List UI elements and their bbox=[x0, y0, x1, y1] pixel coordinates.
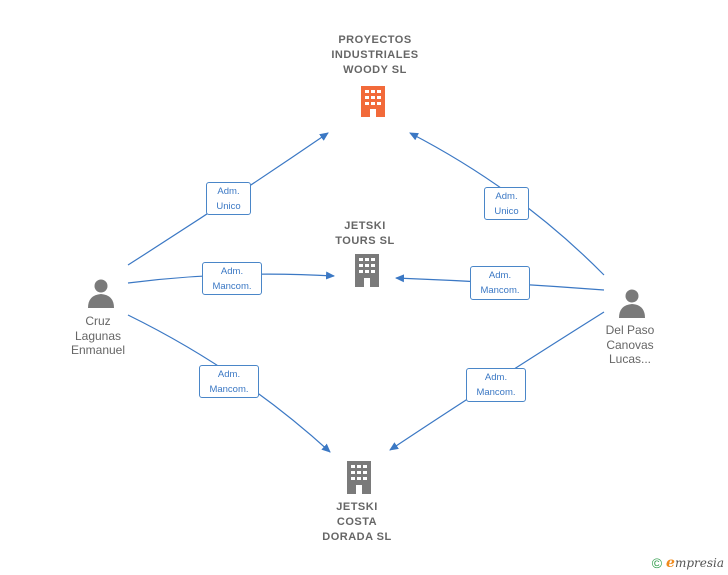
brand-logo[interactable]: empresia bbox=[666, 555, 724, 571]
person-name-delpaso[interactable]: Del Paso Canovas Lucas... bbox=[605, 323, 655, 366]
person-icon[interactable] bbox=[617, 288, 647, 318]
company-name-jetski-tours[interactable]: JETSKI TOURS SL bbox=[335, 220, 395, 247]
edge-label-adm-mancom: Adm. Mancom. bbox=[199, 365, 259, 398]
company-name-proyectos[interactable]: PROYECTOS INDUSTRIALES WOODY SL bbox=[331, 34, 419, 76]
building-icon[interactable] bbox=[344, 460, 374, 494]
edge-label-adm-unico: Adm. Unico bbox=[484, 187, 529, 220]
building-icon[interactable] bbox=[358, 85, 388, 119]
edge-label-adm-unico: Adm. Unico bbox=[206, 182, 251, 215]
copyright-icon: © bbox=[651, 555, 663, 571]
edge-label-adm-mancom: Adm. Mancom. bbox=[470, 266, 530, 300]
copyright-footer: © empresia bbox=[652, 555, 724, 571]
company-name-jetski-costa[interactable]: JETSKI COSTA DORADA SL bbox=[322, 501, 392, 543]
person-name-cruz[interactable]: Cruz Lagunas Enmanuel bbox=[70, 314, 126, 357]
building-icon[interactable] bbox=[352, 253, 382, 287]
edge-label-adm-mancom: Adm. Mancom. bbox=[466, 368, 526, 402]
person-icon[interactable] bbox=[86, 278, 116, 308]
edge-label-adm-mancom: Adm. Mancom. bbox=[202, 262, 262, 295]
